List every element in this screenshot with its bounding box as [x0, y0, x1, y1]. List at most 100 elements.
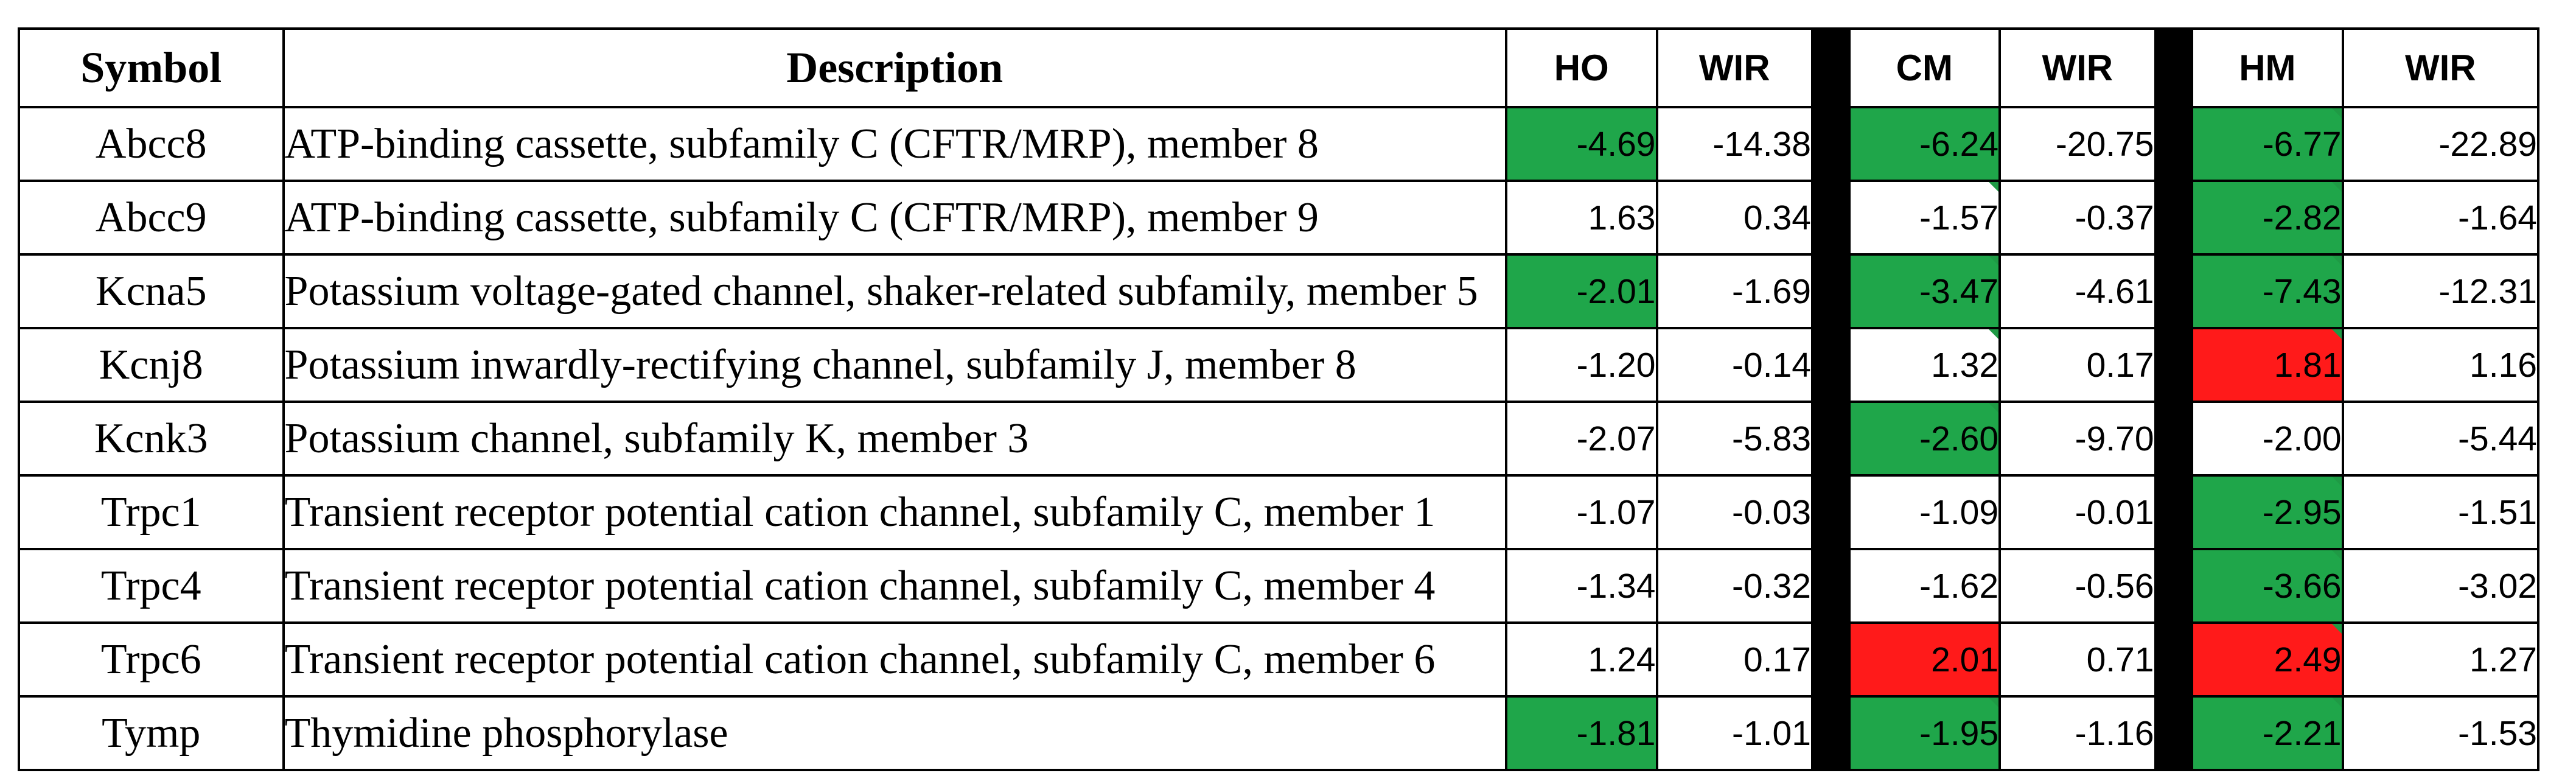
header-ho-wir: WIR	[1655, 27, 1813, 108]
cm-wir-cell: 0.71	[1998, 621, 2157, 698]
cm-value-cell: -1.95	[1848, 695, 2002, 771]
ho-value-cell: -4.69	[1504, 106, 1658, 182]
hm-value-cell: -2.95	[2191, 474, 2344, 550]
group-separator	[1810, 27, 1851, 108]
ho-wir-cell: 0.17	[1655, 621, 1813, 698]
cm-wir-cell: -20.75	[1998, 106, 2157, 182]
group-separator	[2154, 27, 2194, 108]
description-cell: Potassium channel, subfamily K, member 3	[282, 401, 1507, 477]
hm-wir-cell: -1.64	[2341, 180, 2540, 256]
description-cell: Transient receptor potential cation chan…	[282, 548, 1507, 624]
cm-wir-cell: -9.70	[1998, 401, 2157, 477]
ho-wir-cell: 0.34	[1655, 180, 1813, 256]
header-cm: CM	[1848, 27, 2002, 108]
header-row: Symbol Description HO WIR CM WIR HM WIR	[18, 27, 2540, 108]
hm-wir-cell: -3.02	[2341, 548, 2540, 624]
ho-value-cell: -2.01	[1504, 253, 1658, 329]
ho-value-cell: -1.07	[1504, 474, 1658, 550]
cm-value-cell: -6.24	[1848, 106, 2002, 182]
ho-value-cell: -1.34	[1504, 548, 1658, 624]
description-cell: Transient receptor potential cation chan…	[282, 474, 1507, 550]
cm-wir-cell: -0.56	[1998, 548, 2157, 624]
hm-value-cell: -2.82	[2191, 180, 2344, 256]
group-separator	[1810, 327, 1851, 403]
symbol-cell: Trpc1	[18, 474, 285, 550]
hm-wir-cell: 1.27	[2341, 621, 2540, 698]
cm-value-cell: -3.47	[1848, 253, 2002, 329]
ho-value-cell: -1.81	[1504, 695, 1658, 771]
ho-value-cell: 1.24	[1504, 621, 1658, 698]
group-separator	[2154, 621, 2194, 698]
hm-wir-cell: 1.16	[2341, 327, 2540, 403]
symbol-cell: Trpc4	[18, 548, 285, 624]
group-separator	[2154, 695, 2194, 771]
ho-wir-cell: -14.38	[1655, 106, 1813, 182]
hm-wir-cell: -1.53	[2341, 695, 2540, 771]
hm-wir-cell: -12.31	[2341, 253, 2540, 329]
group-separator	[1810, 474, 1851, 550]
ho-wir-cell: -0.03	[1655, 474, 1813, 550]
cm-value-cell: -2.60	[1848, 401, 2002, 477]
ho-wir-cell: -5.83	[1655, 401, 1813, 477]
cm-wir-cell: -4.61	[1998, 253, 2157, 329]
cm-wir-cell: -0.37	[1998, 180, 2157, 256]
cm-wir-cell: -1.16	[1998, 695, 2157, 771]
description-cell: Transient receptor potential cation chan…	[282, 621, 1507, 698]
cm-value-cell: -1.09	[1848, 474, 2002, 550]
hm-value-cell: -2.21	[2191, 695, 2344, 771]
hm-value-cell: -6.77	[2191, 106, 2344, 182]
group-separator	[2154, 474, 2194, 550]
hm-value-cell: 1.81	[2191, 327, 2344, 403]
group-separator	[2154, 548, 2194, 624]
group-separator	[1810, 695, 1851, 771]
hm-value-cell: 2.49	[2191, 621, 2344, 698]
group-separator	[2154, 180, 2194, 256]
description-cell: Thymidine phosphorylase	[282, 695, 1507, 771]
description-cell: Potassium inwardly-rectifying channel, s…	[282, 327, 1507, 403]
group-separator	[2154, 106, 2194, 182]
symbol-cell: Tymp	[18, 695, 285, 771]
cm-wir-cell: 0.17	[1998, 327, 2157, 403]
header-symbol: Symbol	[18, 27, 285, 108]
hm-wir-cell: -5.44	[2341, 401, 2540, 477]
group-separator	[2154, 253, 2194, 329]
group-separator	[1810, 621, 1851, 698]
hm-value-cell: -3.66	[2191, 548, 2344, 624]
hm-wir-cell: -1.51	[2341, 474, 2540, 550]
expression-table: Symbol Description HO WIR CM WIR HM WIR …	[18, 27, 2540, 771]
group-separator	[1810, 180, 1851, 256]
symbol-cell: Trpc6	[18, 621, 285, 698]
group-separator	[2154, 401, 2194, 477]
group-separator	[1810, 106, 1851, 182]
ho-value-cell: 1.63	[1504, 180, 1658, 256]
symbol-cell: Kcna5	[18, 253, 285, 329]
cm-wir-cell: -0.01	[1998, 474, 2157, 550]
hm-value-cell: -7.43	[2191, 253, 2344, 329]
cm-value-cell: 1.32	[1848, 327, 2002, 403]
header-hm: HM	[2191, 27, 2344, 108]
ho-wir-cell: -1.01	[1655, 695, 1813, 771]
description-cell: Potassium voltage-gated channel, shaker-…	[282, 253, 1507, 329]
ho-wir-cell: -1.69	[1655, 253, 1813, 329]
description-cell: ATP-binding cassette, subfamily C (CFTR/…	[282, 180, 1507, 256]
group-separator	[1810, 401, 1851, 477]
header-description: Description	[282, 27, 1507, 108]
symbol-cell: Abcc8	[18, 106, 285, 182]
header-ho: HO	[1504, 27, 1658, 108]
cm-value-cell: -1.62	[1848, 548, 2002, 624]
symbol-cell: Kcnj8	[18, 327, 285, 403]
group-separator	[1810, 548, 1851, 624]
header-cm-wir: WIR	[1998, 27, 2157, 108]
group-separator	[2154, 327, 2194, 403]
ho-wir-cell: -0.14	[1655, 327, 1813, 403]
